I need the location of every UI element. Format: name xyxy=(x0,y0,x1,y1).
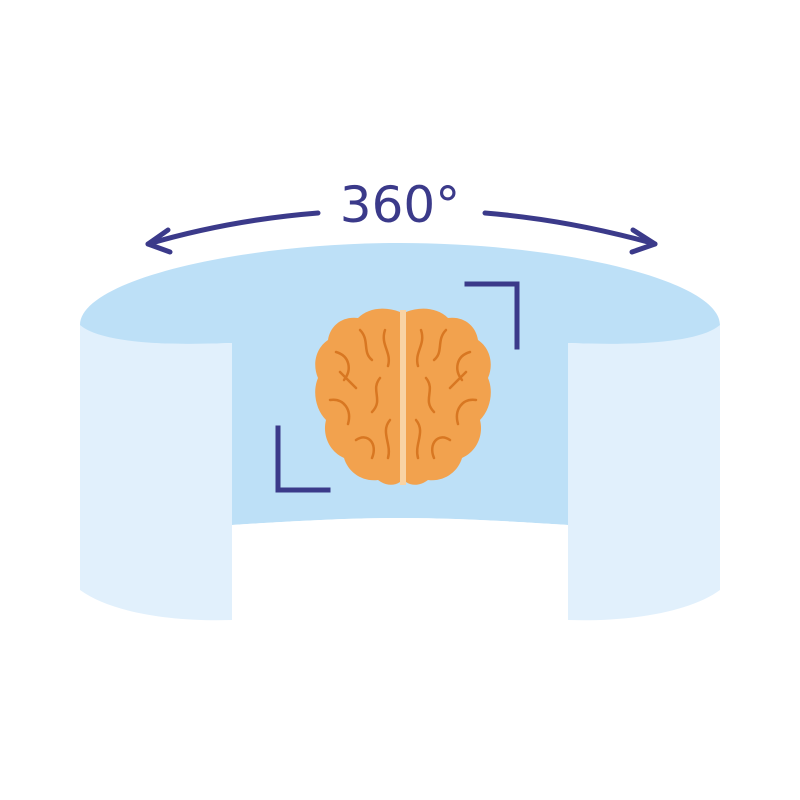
focus-frame-icon xyxy=(275,281,520,493)
cylinder-bottom-edge xyxy=(232,518,568,620)
brain-icon xyxy=(315,308,491,485)
brain-gyri xyxy=(328,328,478,460)
rotate-arrow-right-head xyxy=(629,227,658,255)
rotate-arrow-left-arc xyxy=(145,210,321,247)
cylinder-right-panel xyxy=(568,325,720,621)
brain-divider xyxy=(400,310,406,485)
focus-frame-bottom-left xyxy=(275,425,331,493)
rotate-arrow-left-head xyxy=(145,227,173,255)
rotate-arrow-icon xyxy=(145,210,658,255)
rotate-arrow-right-arc xyxy=(482,210,658,247)
focus-frame-top-right xyxy=(464,281,520,350)
cylinder-left-panel xyxy=(80,325,232,621)
rotation-degree-label: 360° xyxy=(340,176,460,234)
